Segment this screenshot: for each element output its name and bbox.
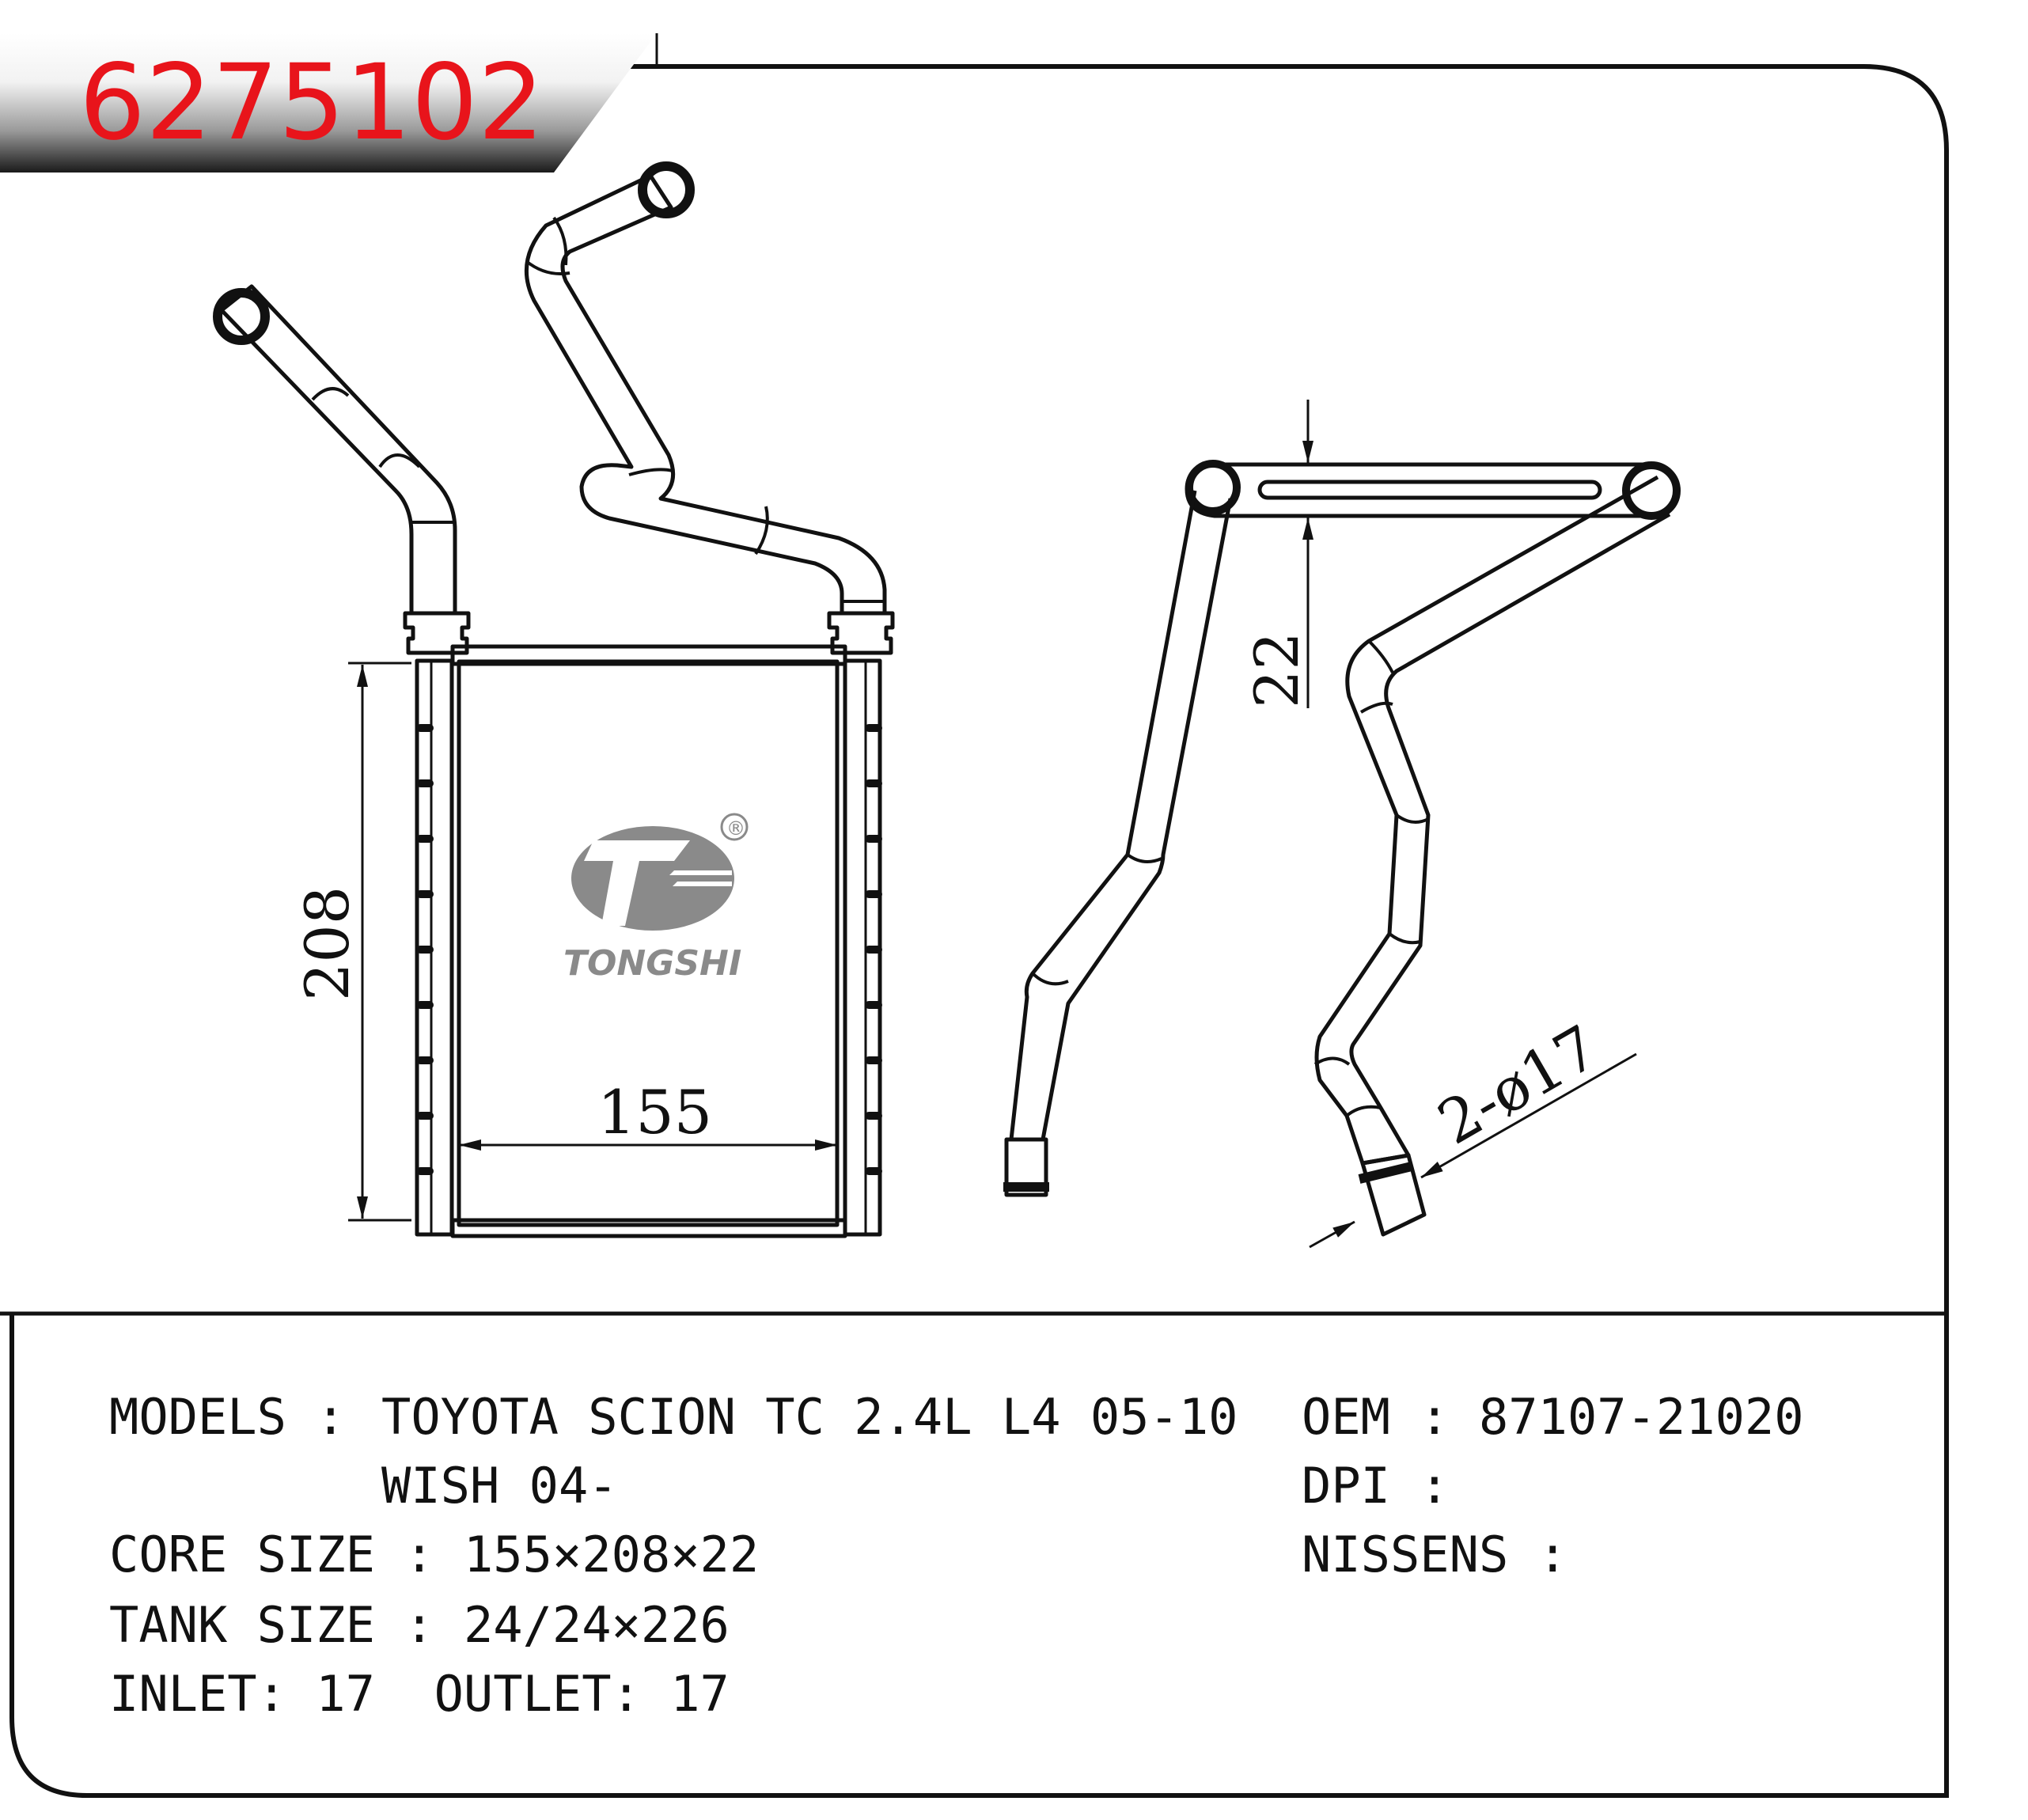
frame-border (9, 64, 1949, 1798)
registered-mark-circle (720, 813, 749, 841)
height-dimension (348, 662, 411, 1222)
tank-rivets (416, 724, 882, 1175)
registered-mark: ® (726, 817, 745, 840)
heater-core-front-view (213, 161, 895, 1238)
part-number: 6275102 (79, 42, 544, 164)
spec-models-label: MODELS : (109, 1388, 346, 1446)
right-pipe (524, 173, 887, 613)
side-left-pipe (1009, 490, 1233, 1142)
brand-name: TONGSHI (563, 943, 741, 984)
pipe-diameter-label: 2-ø17 (1427, 1011, 1610, 1158)
height-dimension-label: 208 (292, 886, 362, 1001)
spec-models-value: TOYOTA SCION TC 2.4L L4 05-10 (381, 1388, 1238, 1446)
spec-inlet-outlet: INLET: 17 OUTLET: 17 (109, 1665, 730, 1723)
spec-core-size: CORE SIZE : 155×208×22 (109, 1526, 760, 1583)
brand-logo: ® TONGSHI (563, 813, 749, 984)
spec-models-value-2: WISH 04- (381, 1457, 618, 1515)
spec-dpi: DPI : (1302, 1457, 1479, 1515)
part-number-banner (0, 33, 657, 173)
core-body (457, 659, 840, 1227)
spec-oem: OEM : 87107-21020 (1302, 1388, 1804, 1446)
width-dimension-label: 155 (597, 1077, 712, 1147)
spec-tank-size: TANK SIZE : 24/24×226 (109, 1596, 730, 1654)
heater-core-side-view (1003, 460, 1681, 1237)
left-pipe (219, 284, 457, 613)
thickness-dimension-label: 22 (1241, 631, 1312, 708)
spec-nissens: NISSENS : (1302, 1526, 1598, 1583)
pipe-diameter-dimension (1309, 1052, 1637, 1249)
